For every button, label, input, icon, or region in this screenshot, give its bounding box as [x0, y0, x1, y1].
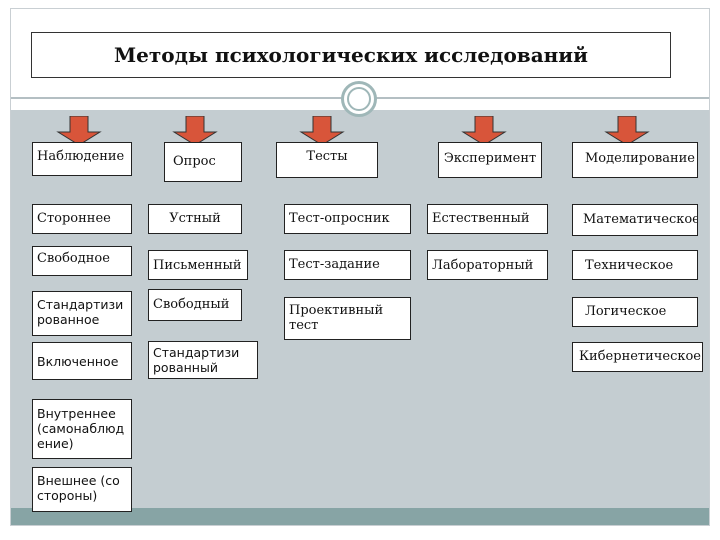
column-header-experiment: Эксперимент: [438, 142, 542, 178]
list-item: Проективный тест: [284, 297, 411, 340]
list-item: Внешнее (со стороны): [32, 467, 132, 512]
ring-ornament-inner: [347, 87, 371, 111]
list-item: Кибернетическое: [572, 342, 703, 372]
column-header-tests: Тесты: [276, 142, 378, 178]
list-item: Свободное: [32, 246, 132, 276]
list-item: Техническое: [572, 250, 698, 280]
list-item: Включенное: [32, 342, 132, 380]
list-item: Математическое: [572, 204, 698, 236]
arrow-down-icon: [172, 116, 218, 146]
list-item: Тест-опросник: [284, 204, 411, 234]
arrow-down-icon: [56, 116, 102, 146]
arrow-down-icon: [604, 116, 650, 146]
list-item: Устный: [148, 204, 242, 234]
list-item: Стандартизи рованное: [32, 291, 132, 336]
bottom-bar: [11, 508, 709, 525]
arrow-down-icon: [299, 116, 345, 146]
arrow-down-icon: [461, 116, 507, 146]
column-header-survey: Опрос: [164, 142, 242, 182]
list-item: Естественный: [427, 204, 548, 234]
diagram-title: Методы психологических исследований: [31, 32, 671, 78]
list-item: Свободный: [148, 289, 242, 321]
list-item: Лабораторный: [427, 250, 548, 280]
list-item: Внутреннее (самонаблюд ение): [32, 399, 132, 459]
list-item: Логическое: [572, 297, 698, 327]
list-item: Тест-задание: [284, 250, 411, 280]
list-item: Стандартизи рованный: [148, 341, 258, 379]
list-item: Письменный: [148, 250, 248, 280]
list-item: Стороннее: [32, 204, 132, 234]
column-header-modeling: Моделирование: [572, 142, 698, 178]
column-header-observation: Наблюдение: [32, 142, 132, 176]
